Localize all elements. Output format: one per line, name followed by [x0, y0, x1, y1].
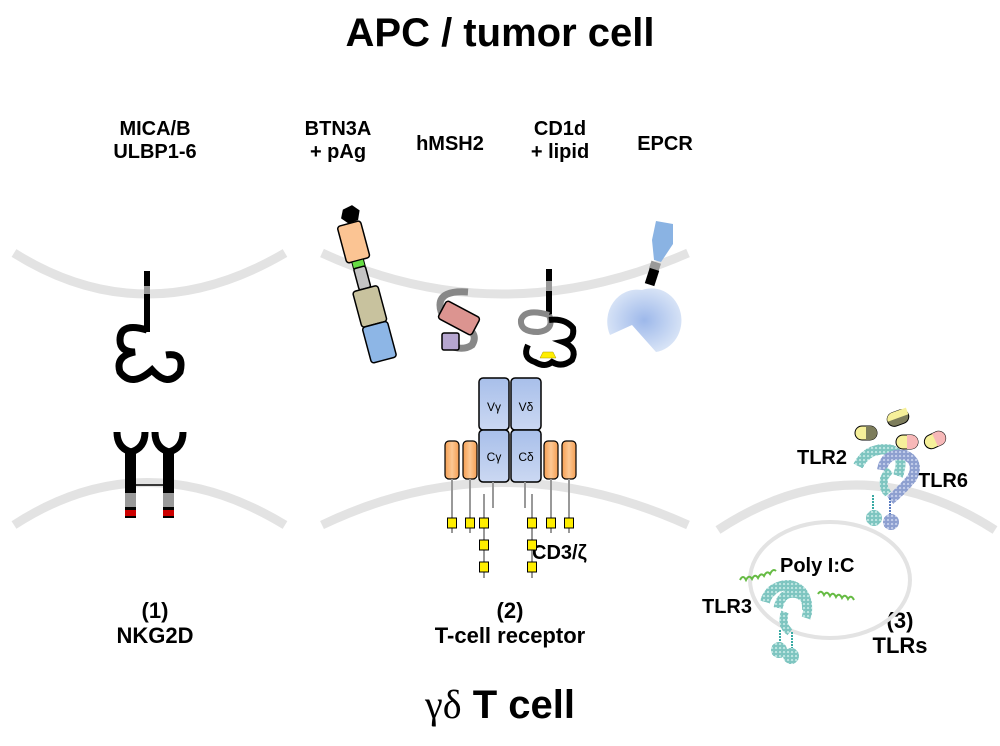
section-tlrs: (3) TLRs — [850, 608, 950, 659]
tlr6-label: TLR6 — [918, 470, 968, 492]
section-tcr: (2) T-cell receptor — [390, 598, 630, 649]
cd3-zeta-label: CD3/ζ — [532, 542, 587, 564]
v-delta-text: Vδ — [519, 400, 534, 414]
t-cell-label: T cell — [472, 683, 575, 727]
hmsh2-ligand-icon — [436, 288, 481, 352]
lipopeptide-icon — [923, 430, 947, 450]
itam-motif-icon — [527, 539, 537, 551]
section-nkg2d: (1) NKG2D — [80, 598, 230, 649]
section-tcr-number: (2) — [496, 598, 524, 623]
ligand-btn3a: BTN3A + pAg — [288, 118, 388, 164]
gd-tcr-icon: Vγ Vδ Cγ Cδ — [478, 377, 542, 508]
itam-motif-icon — [479, 517, 489, 529]
itam-motif-icon — [564, 517, 574, 529]
section-tlrs-number: (3) — [886, 608, 914, 633]
section-nkg2d-name: NKG2D — [116, 623, 194, 649]
ligand-lipid-label: + lipid — [530, 141, 590, 163]
section-tlrs-name: TLRs — [872, 633, 928, 659]
cd3-extracellular-domain — [462, 440, 478, 480]
t-cell-membrane-left — [11, 478, 288, 529]
cd3-complex-icon — [444, 440, 577, 578]
tlr2-tlr6-ligands — [854, 407, 947, 450]
ligand-epcr: EPCR — [615, 133, 715, 156]
tlr2-tlr6-receptor-icon — [853, 444, 920, 530]
gd-greek-label: γδ — [425, 682, 462, 727]
poly-ic-label: Poly I:C — [780, 555, 855, 577]
section-tcr-name: T-cell receptor — [434, 623, 586, 649]
c-gamma-text: Cγ — [487, 450, 502, 464]
cd3-extracellular-domain — [444, 440, 460, 480]
itam-motif-icon — [447, 517, 457, 529]
lipopeptide-icon — [854, 425, 878, 441]
itam-motif-icon — [479, 561, 489, 573]
ligand-ulbp-label: ULBP1-6 — [113, 141, 197, 163]
t-cell-membrane-right — [715, 480, 998, 534]
tlr2-label: TLR2 — [797, 447, 847, 469]
btn3a-ligand-icon — [337, 205, 397, 364]
apc-tumor-cell-title: APC / tumor cell — [345, 11, 655, 55]
cd3-extracellular-domain — [543, 440, 559, 480]
poly-ic-icon — [817, 590, 855, 602]
itam-motif-icon — [546, 517, 556, 529]
mica-ligand-icon — [115, 271, 185, 383]
ligand-hmsh2: hMSH2 — [400, 133, 500, 156]
apc-membrane-middle — [320, 248, 690, 299]
ligand-pag-label: + pAg — [309, 141, 367, 163]
ligand-cd1d: CD1d + lipid — [510, 118, 610, 164]
ligand-epcr-label: EPCR — [637, 133, 693, 155]
tlr3-label: TLR3 — [702, 596, 752, 618]
phosphoantigen-icon — [341, 205, 360, 224]
gd-t-cell-title: γδ T cell — [0, 682, 1000, 728]
poly-ic-icon — [739, 569, 777, 583]
ligand-cd1d-label: CD1d — [533, 118, 587, 140]
cd1d-ligand-icon — [517, 269, 577, 368]
cd3-extracellular-domain — [561, 440, 577, 480]
tlr3-receptor-icon — [760, 579, 813, 664]
t-cell-membrane-middle — [320, 478, 690, 530]
itam-motif-icon — [527, 517, 537, 529]
ligand-mica-ulbp: MICA/B ULBP1-6 — [95, 118, 215, 164]
itam-motif-icon — [465, 517, 475, 529]
endosome — [748, 520, 912, 640]
section-nkg2d-number: (1) — [141, 598, 169, 623]
nkg2d-receptor-icon — [113, 431, 187, 518]
lipopeptide-icon — [886, 407, 910, 427]
ligand-hmsh2-label: hMSH2 — [416, 133, 484, 155]
ligand-mica-label: MICA/B — [119, 118, 191, 140]
c-delta-text: Cδ — [518, 450, 534, 464]
lipopeptide-icon — [895, 434, 919, 450]
ligand-btn3a-label: BTN3A — [304, 118, 372, 140]
lipid-icon — [539, 351, 557, 359]
epcr-ligand-icon — [607, 221, 682, 352]
v-gamma-text: Vγ — [487, 400, 501, 414]
itam-motif-icon — [479, 539, 489, 551]
itam-motif-icon — [527, 561, 537, 573]
